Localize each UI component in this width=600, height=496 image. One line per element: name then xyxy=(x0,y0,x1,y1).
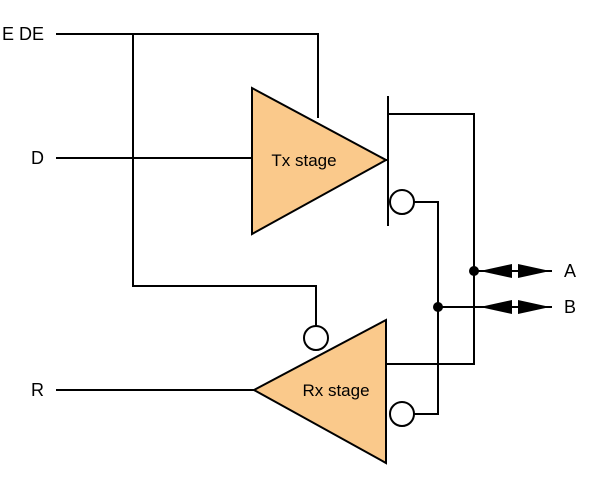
tx-amplifier xyxy=(251,86,389,236)
de-label: E DE xyxy=(2,24,44,44)
rx-amplifier xyxy=(251,318,387,465)
rx-stage-label: Rx stage xyxy=(302,381,369,400)
rx-inverted-input-bubble xyxy=(389,401,415,427)
b-bidirectional-arrow-icon xyxy=(480,300,550,314)
tx-stage-label: Tx stage xyxy=(271,151,336,170)
de-wiring xyxy=(56,33,319,326)
de-branch-to-rx xyxy=(132,34,317,326)
d-label: D xyxy=(31,148,44,168)
a-junction-dot xyxy=(469,266,479,276)
de-line xyxy=(56,33,319,118)
a-bidirectional-arrow-icon xyxy=(480,264,550,278)
a-label: A xyxy=(564,261,576,281)
b-label: B xyxy=(564,297,576,317)
tx-inverted-output-bubble xyxy=(389,189,415,215)
tx-stage: Tx stage xyxy=(251,86,389,236)
rx-stage: Rx stage xyxy=(251,318,387,465)
rx-enable-bubble xyxy=(303,325,329,351)
r-label: R xyxy=(31,380,44,400)
b-junction-dot xyxy=(433,302,443,312)
a-bus-line xyxy=(386,113,475,365)
